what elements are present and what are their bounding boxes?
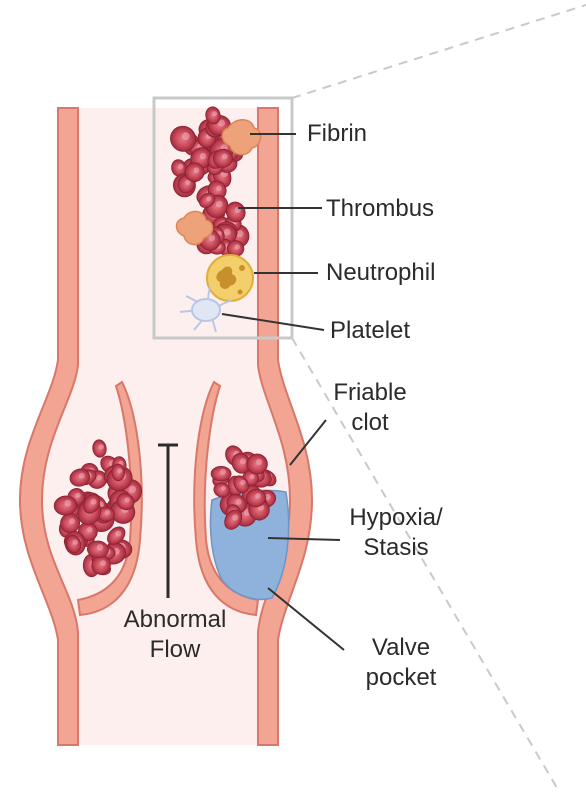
- label-hypoxia-stasis: Hypoxia/ Stasis: [336, 503, 456, 563]
- label-fibrin: Fibrin: [307, 119, 367, 149]
- cell-highlight: [75, 493, 80, 498]
- cell-highlight: [69, 518, 75, 524]
- label-valve-pocket-line2: pocket: [346, 663, 456, 693]
- label-hypoxia-line1: Hypoxia/: [336, 503, 456, 533]
- cell-highlight: [250, 474, 255, 479]
- label-abnormal-flow-line1: Abnormal: [100, 605, 250, 635]
- cell-highlight: [87, 527, 93, 533]
- label-thrombus: Thrombus: [326, 194, 434, 224]
- cell-highlight: [222, 154, 228, 160]
- cell-highlight: [97, 475, 103, 481]
- cell-highlight: [200, 153, 206, 159]
- label-valve-pocket: Valve pocket: [346, 633, 456, 693]
- cell-highlight: [240, 458, 246, 464]
- cell-highlight: [125, 497, 130, 502]
- cell-highlight: [206, 196, 211, 201]
- label-abnormal-flow: Abnormal Flow: [100, 605, 250, 665]
- label-friable-clot-line2: clot: [320, 408, 420, 438]
- cell-highlight: [79, 473, 85, 479]
- cell-highlight: [65, 500, 72, 507]
- cell-highlight: [117, 468, 122, 473]
- label-valve-pocket-line1: Valve: [346, 633, 456, 663]
- cell-highlight: [97, 544, 103, 550]
- cell-highlight: [237, 230, 244, 237]
- cell-highlight: [256, 459, 262, 465]
- label-abnormal-flow-line2: Flow: [100, 635, 250, 665]
- cell-highlight: [216, 201, 223, 208]
- cell-highlight: [91, 499, 97, 505]
- label-neutrophil: Neutrophil: [326, 258, 435, 288]
- cell-highlight: [216, 186, 222, 192]
- cell-highlight: [194, 167, 200, 173]
- zoom-guide-top: [292, 5, 586, 98]
- cell-highlight: [100, 560, 106, 566]
- cell-highlight: [236, 499, 242, 505]
- cell-highlight: [73, 540, 78, 545]
- cell-highlight: [220, 469, 226, 475]
- cell-highlight: [99, 444, 104, 449]
- cell-highlight: [232, 514, 238, 520]
- cell-highlight: [240, 480, 245, 485]
- cell-highlight: [255, 493, 261, 499]
- cell-highlight: [235, 244, 240, 249]
- cell-highlight: [129, 486, 136, 493]
- label-hypoxia-line2: Stasis: [336, 533, 456, 563]
- cell-highlight: [182, 132, 190, 140]
- label-friable-clot: Friable clot: [320, 378, 420, 438]
- label-friable-clot-line1: Friable: [320, 378, 420, 408]
- label-platelet: Platelet: [330, 316, 410, 346]
- cell-highlight: [105, 510, 110, 515]
- cell-highlight: [221, 486, 226, 491]
- neutrophil-cell: [207, 255, 253, 301]
- cell-highlight: [212, 111, 217, 116]
- cell-highlight: [178, 164, 183, 169]
- cell-highlight: [115, 531, 121, 537]
- cell-highlight: [224, 229, 231, 236]
